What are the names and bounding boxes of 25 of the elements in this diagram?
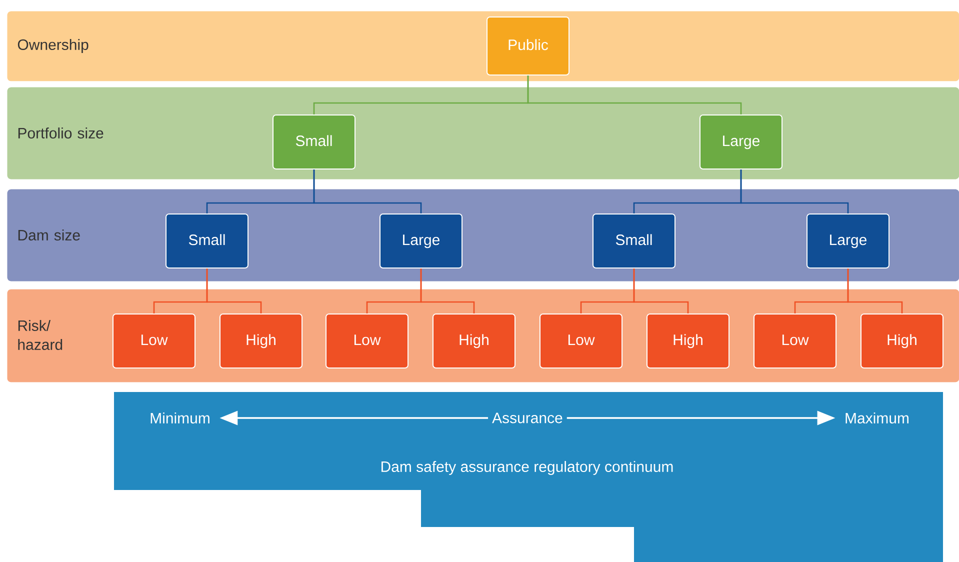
scale-label: Minimum: [150, 412, 210, 424]
tree-box: Public: [486, 16, 570, 76]
tree-box: High: [860, 314, 944, 368]
connector: [206, 268, 262, 314]
tree-box: Large: [380, 214, 462, 268]
tree-box: High: [432, 314, 516, 368]
tree-box: Large: [806, 214, 890, 268]
connector: [420, 268, 475, 314]
tree-box: High: [646, 314, 730, 368]
connector: [740, 170, 849, 214]
connector: [847, 268, 903, 314]
connector: [633, 268, 689, 314]
scale-label: Maximum: [846, 412, 908, 424]
connector: [527, 76, 742, 114]
connector: [313, 170, 422, 214]
tree-box: Small: [272, 114, 356, 170]
tree-box: Low: [326, 314, 408, 368]
tree-box: Large: [700, 114, 782, 170]
tree-box: Low: [112, 314, 196, 368]
tree-box: High: [220, 314, 302, 368]
tree-box: Small: [166, 214, 248, 268]
tree-box: Low: [540, 314, 622, 368]
tree-box: Low: [754, 314, 836, 368]
tree-box: Small: [592, 214, 676, 268]
edge-label: Assurance: [492, 412, 562, 424]
